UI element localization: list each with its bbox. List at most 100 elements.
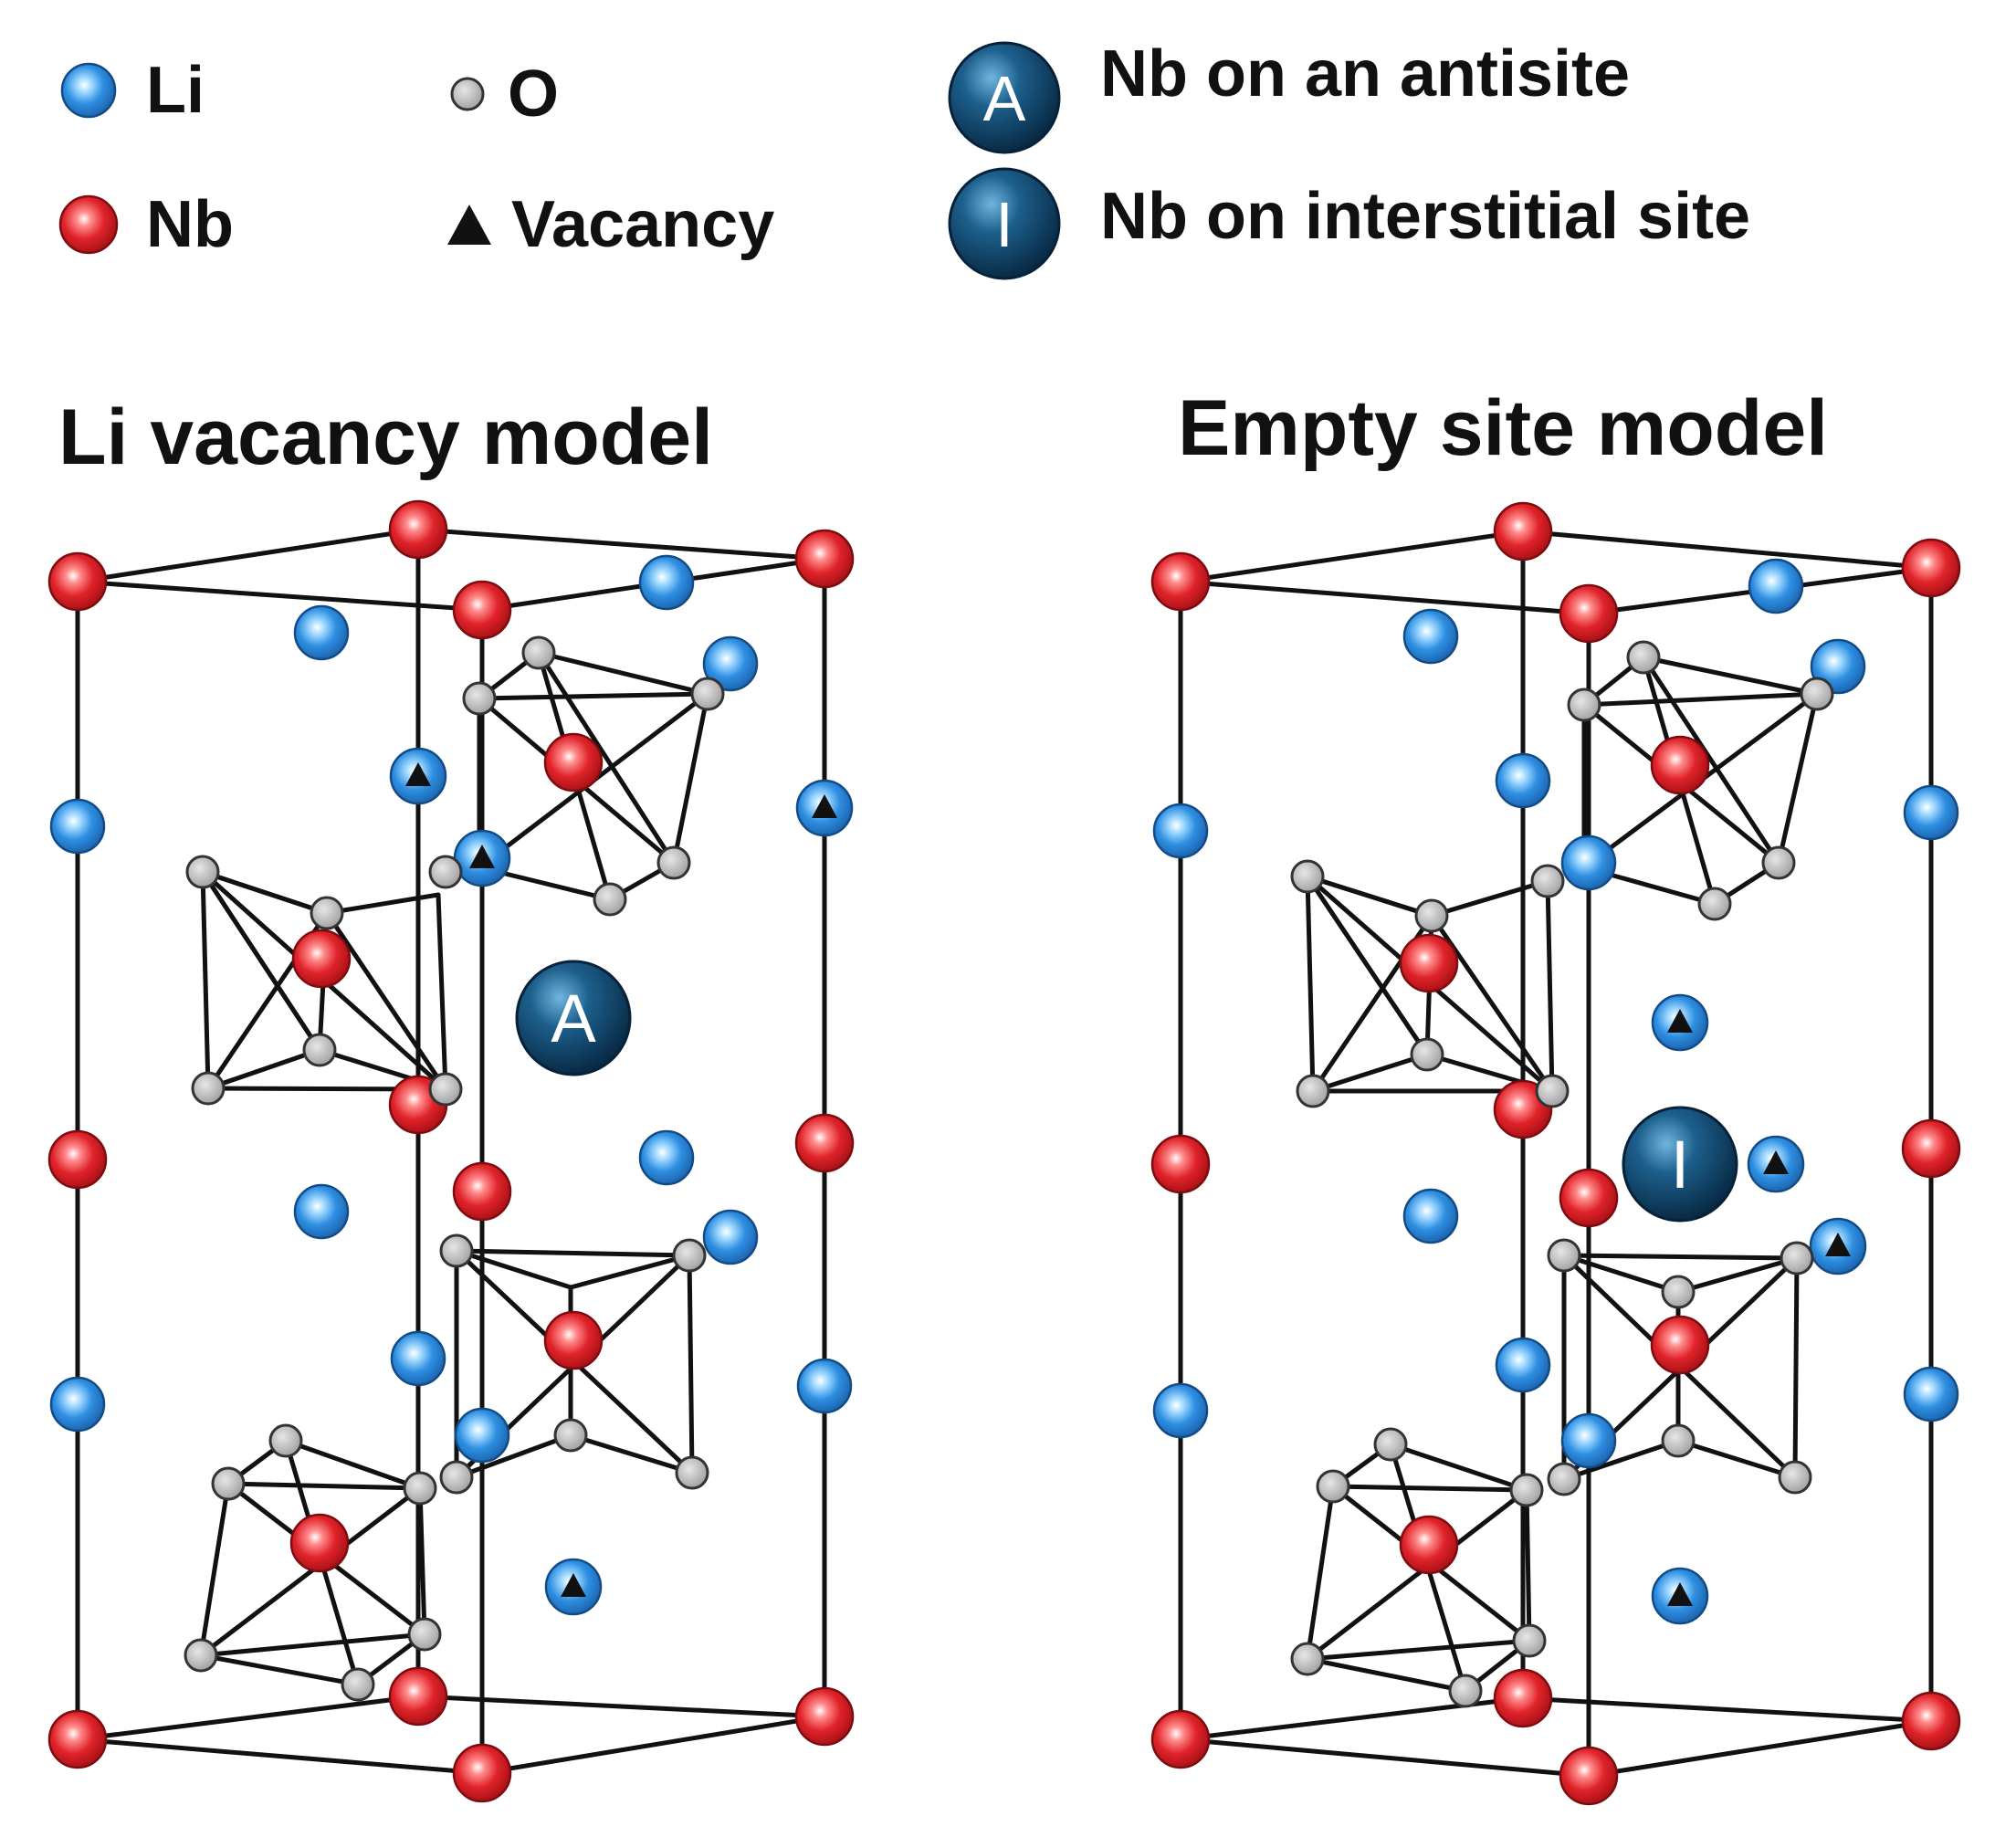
left-unit-cell xyxy=(75,527,827,1776)
nb-atom xyxy=(543,1310,604,1370)
o-atom xyxy=(184,1638,218,1673)
li-atom xyxy=(454,1407,510,1464)
nb-atom xyxy=(1901,538,1961,598)
nb-atom xyxy=(1559,583,1619,644)
li-atom xyxy=(1152,1382,1209,1439)
o-atom xyxy=(268,1423,303,1458)
nb-atom xyxy=(47,1709,108,1769)
o-atom xyxy=(1316,1469,1350,1504)
nb-atom xyxy=(794,529,855,589)
vacancy-site xyxy=(389,747,447,805)
right-atoms: I xyxy=(1150,501,1961,1806)
left-octahedra xyxy=(198,650,710,1687)
li-atom xyxy=(1495,752,1551,809)
vacancy-site xyxy=(453,829,511,887)
o-atom xyxy=(407,1617,442,1652)
o-atom xyxy=(439,1233,474,1268)
antisite-symbol: A xyxy=(983,63,1026,134)
right-panel-title: Empty site model xyxy=(1178,384,1829,472)
o-atom xyxy=(1626,640,1661,675)
o-atom xyxy=(1780,1241,1814,1275)
nb-atom xyxy=(1559,1168,1619,1228)
o-atom xyxy=(185,855,220,889)
li-atom xyxy=(1748,558,1804,614)
nb-atom xyxy=(1650,1315,1710,1375)
o-atom xyxy=(1410,1037,1444,1072)
o-atom xyxy=(1296,1074,1330,1108)
li-atom xyxy=(293,1183,350,1240)
li-atom xyxy=(49,798,106,855)
nb-atom xyxy=(794,1686,855,1747)
nb-atom xyxy=(1150,1134,1211,1194)
vacancy-site xyxy=(1809,1217,1867,1275)
o-atom xyxy=(593,882,627,917)
legend-interstitial-label: Nb on interstitial site xyxy=(1100,180,1751,253)
o-atom xyxy=(428,1072,463,1107)
o-atom xyxy=(302,1033,337,1067)
o-atom xyxy=(553,1418,588,1453)
o-atom xyxy=(1761,845,1796,880)
o-atom xyxy=(1661,1275,1696,1309)
o-atom xyxy=(1697,887,1732,921)
li-atom xyxy=(1560,835,1617,891)
o-atom xyxy=(1567,688,1601,722)
interstitial-symbol: I xyxy=(995,189,1013,260)
o-atom xyxy=(310,896,344,930)
legend-nb-label: Nb xyxy=(146,188,234,261)
legend-interstitial: I Nb on interstitial site xyxy=(945,164,1750,283)
li-atom xyxy=(1903,1366,1959,1422)
o-atom xyxy=(1290,1642,1325,1676)
nb-atom xyxy=(794,1113,855,1173)
o-atom xyxy=(439,1460,474,1495)
o-atom xyxy=(1509,1473,1544,1507)
vacancy-site xyxy=(544,1558,603,1616)
nb-atom xyxy=(1493,501,1553,562)
o-atom xyxy=(462,681,497,716)
li-atom xyxy=(1560,1412,1617,1469)
li-atom xyxy=(390,1330,446,1387)
o-atom xyxy=(1512,1623,1547,1658)
legend-antisite-label: Nb on an antisite xyxy=(1100,37,1631,110)
o-atom xyxy=(1778,1460,1812,1495)
nb-atom xyxy=(1901,1118,1961,1179)
nb-atom xyxy=(1150,1709,1211,1769)
vacancy-site xyxy=(1651,993,1709,1052)
nb-atom xyxy=(1399,933,1459,993)
right-unit-cell xyxy=(1178,529,1934,1779)
nb-atom xyxy=(452,580,512,640)
o-atom xyxy=(1535,1074,1570,1108)
o-atom xyxy=(1547,1238,1581,1273)
left-panel-title: Li vacancy model xyxy=(58,394,713,481)
legend-vacancy-label: Vacancy xyxy=(511,188,775,261)
o-atom xyxy=(428,855,463,889)
left-atoms: A xyxy=(47,499,855,1803)
legend-nb: Nb xyxy=(57,187,234,262)
antisite-marker: A xyxy=(551,981,596,1056)
li-atom xyxy=(1495,1337,1551,1393)
li-atom xyxy=(638,1129,695,1186)
o-atom xyxy=(675,1455,709,1490)
interstitial-atom-icon: I xyxy=(948,167,1061,280)
nb-atom xyxy=(1901,1691,1961,1751)
o-atom xyxy=(1661,1423,1696,1458)
li-atom xyxy=(1903,784,1959,841)
nb-atom xyxy=(1150,551,1211,612)
o-atom xyxy=(1800,677,1834,711)
o-atom xyxy=(656,845,691,880)
right-octahedra xyxy=(1305,655,1820,1694)
interstitial-marker: I xyxy=(1671,1127,1690,1202)
o-atom xyxy=(1547,1462,1581,1496)
li-atom xyxy=(1402,608,1459,665)
nb-atom xyxy=(1493,1668,1553,1728)
legend-antisite: A Nb on an antisite xyxy=(945,37,1631,157)
nb-interstitial-atom: I xyxy=(1622,1106,1738,1223)
legend-o: O xyxy=(447,57,559,131)
nb-atom xyxy=(388,499,448,560)
li-atom xyxy=(702,1209,759,1265)
o-atom xyxy=(1530,864,1565,898)
o-atom xyxy=(403,1471,437,1506)
nb-atom xyxy=(1650,735,1710,795)
antisite-atom-icon: A xyxy=(948,41,1061,154)
o-atom xyxy=(191,1071,226,1106)
